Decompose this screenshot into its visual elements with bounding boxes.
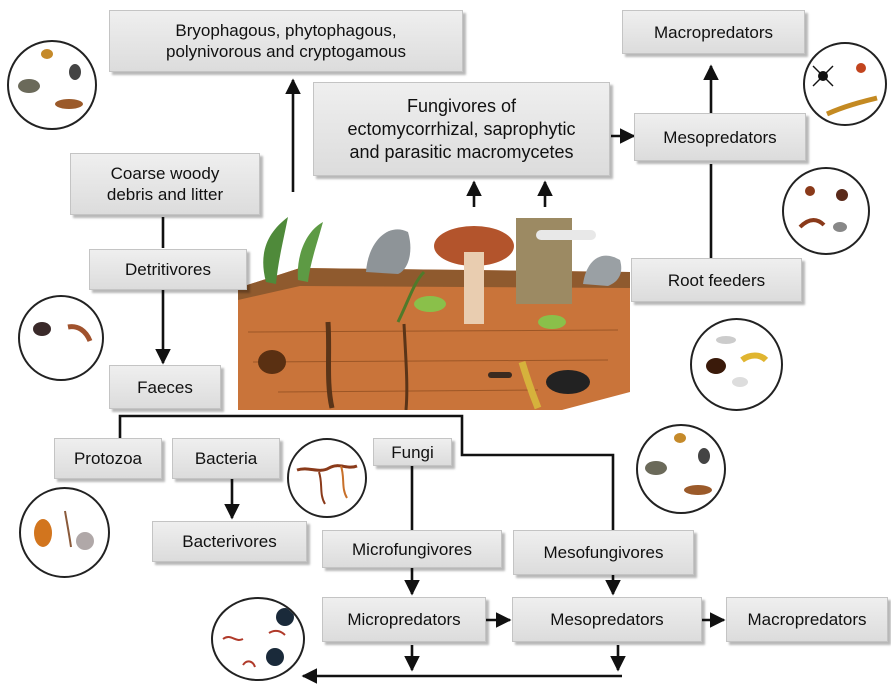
organisms-circle-spiders-centipede — [803, 42, 887, 126]
organisms-circle-mesofungivores — [636, 424, 726, 514]
organisms-circle-fungal-hyphae — [287, 438, 367, 518]
organisms-circle-microarthropods — [7, 40, 97, 130]
mesofungivores-box: Mesofungivores — [513, 530, 694, 575]
bryophagous-box: Bryophagous, phytophagous, polynivorous … — [109, 10, 463, 72]
bacteria-box: Bacteria — [172, 438, 280, 479]
fungi-box: Fungi — [373, 438, 452, 466]
coarse-woody-debris-box: Coarse woody debris and litter — [70, 153, 260, 215]
organisms-circle-micropredators — [211, 597, 305, 681]
macropredators-top-box: Macropredators — [622, 10, 805, 54]
mesopredators-top-box: Mesopredators — [634, 113, 806, 161]
bacterivores-box: Bacterivores — [152, 521, 307, 562]
fungivores-macro-box: Fungivores of ectomycorrhizal, saprophyt… — [313, 82, 610, 176]
macropredators-bottom-box: Macropredators — [726, 597, 888, 642]
organisms-circle-protozoa — [19, 487, 110, 578]
faeces-box: Faeces — [109, 365, 221, 409]
mesopredators-bottom-box: Mesopredators — [512, 597, 702, 642]
organisms-circle-mesopredators — [782, 167, 870, 255]
organisms-circle-root-feeders — [690, 318, 783, 411]
soil-ecosystem-illustration — [238, 212, 630, 410]
organisms-circle-detritivores — [18, 295, 104, 381]
microfungivores-box: Microfungivores — [322, 530, 502, 568]
protozoa-box: Protozoa — [54, 438, 162, 479]
micropredators-box: Micropredators — [322, 597, 486, 642]
root-feeders-box: Root feeders — [631, 258, 802, 302]
detritivores-box: Detritivores — [89, 249, 247, 290]
